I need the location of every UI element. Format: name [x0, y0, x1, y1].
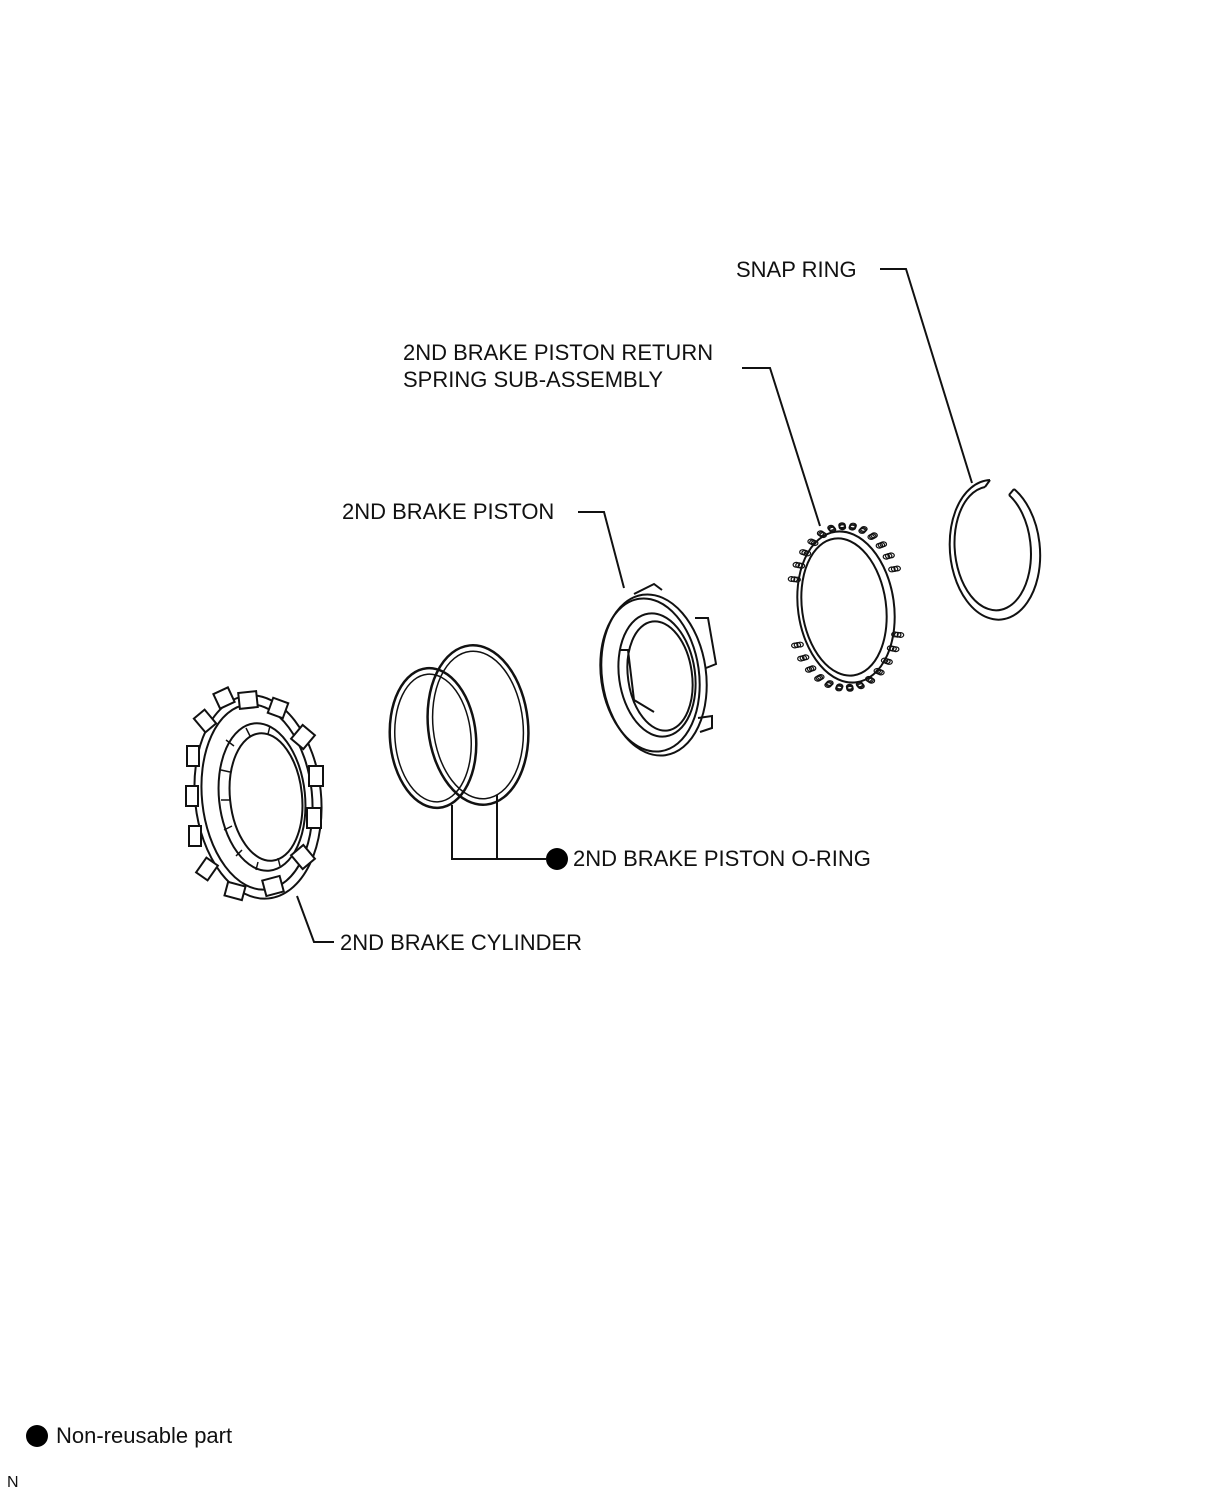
spring-coil	[804, 666, 813, 673]
spring-coil	[799, 549, 807, 556]
filled-circle-icon	[26, 1425, 48, 1447]
leader-lines	[296, 268, 973, 943]
brake-piston-part	[599, 582, 718, 757]
spring-coil	[814, 675, 822, 682]
spring-coil	[838, 522, 846, 529]
spring-coil	[825, 680, 833, 687]
spring-coil	[877, 669, 885, 676]
spring-coil	[860, 525, 868, 532]
spring-coil	[868, 533, 877, 540]
spring-coil	[790, 642, 799, 649]
o-ring-parts	[388, 644, 530, 810]
snap-ring-label: SNAP RING	[736, 257, 857, 282]
spring-coil	[866, 676, 874, 683]
spring-coil	[835, 685, 843, 692]
spring-coil	[816, 530, 825, 537]
spring-coil	[859, 526, 867, 533]
spring-coil	[870, 532, 878, 539]
spring-coil	[867, 677, 876, 684]
spring-coil	[846, 685, 854, 692]
spring-coil	[891, 646, 900, 653]
spring-coil	[879, 541, 888, 548]
legend-non-reusable-text: Non-reusable part	[56, 1423, 233, 1448]
snap-ring-part	[948, 479, 1042, 621]
spring-coil	[797, 655, 805, 662]
spring-coil	[849, 522, 857, 529]
spring-coil	[815, 674, 824, 681]
spring-coil	[818, 531, 826, 538]
spring-coil	[787, 575, 796, 582]
piston-label: 2ND BRAKE PISTON	[342, 499, 555, 524]
cylinder-label: 2ND BRAKE CYLINDER	[340, 930, 583, 955]
spring-coil	[887, 552, 895, 559]
non-reusable-marker-icon	[546, 848, 568, 870]
return-spring-part	[787, 522, 905, 692]
o-ring-label: 2ND BRAKE PISTON O-RING	[573, 846, 871, 871]
spring-coil	[807, 538, 815, 545]
spring-coil	[896, 631, 905, 638]
figure-code: N	[7, 1474, 19, 1491]
brake-cylinder-part	[185, 686, 324, 902]
spring-coil	[857, 683, 865, 690]
spring-coil	[824, 681, 832, 688]
spring-coil	[827, 524, 835, 531]
spring-coil	[792, 561, 801, 568]
spring-coil	[885, 658, 893, 665]
legend: Non-reusable part	[26, 1422, 232, 1450]
return-spring-label-line1: 2ND BRAKE PISTON RETURN	[403, 340, 714, 365]
spring-coil	[893, 565, 902, 572]
return-spring-label-line2: SPRING SUB-ASSEMBLY	[403, 367, 663, 392]
